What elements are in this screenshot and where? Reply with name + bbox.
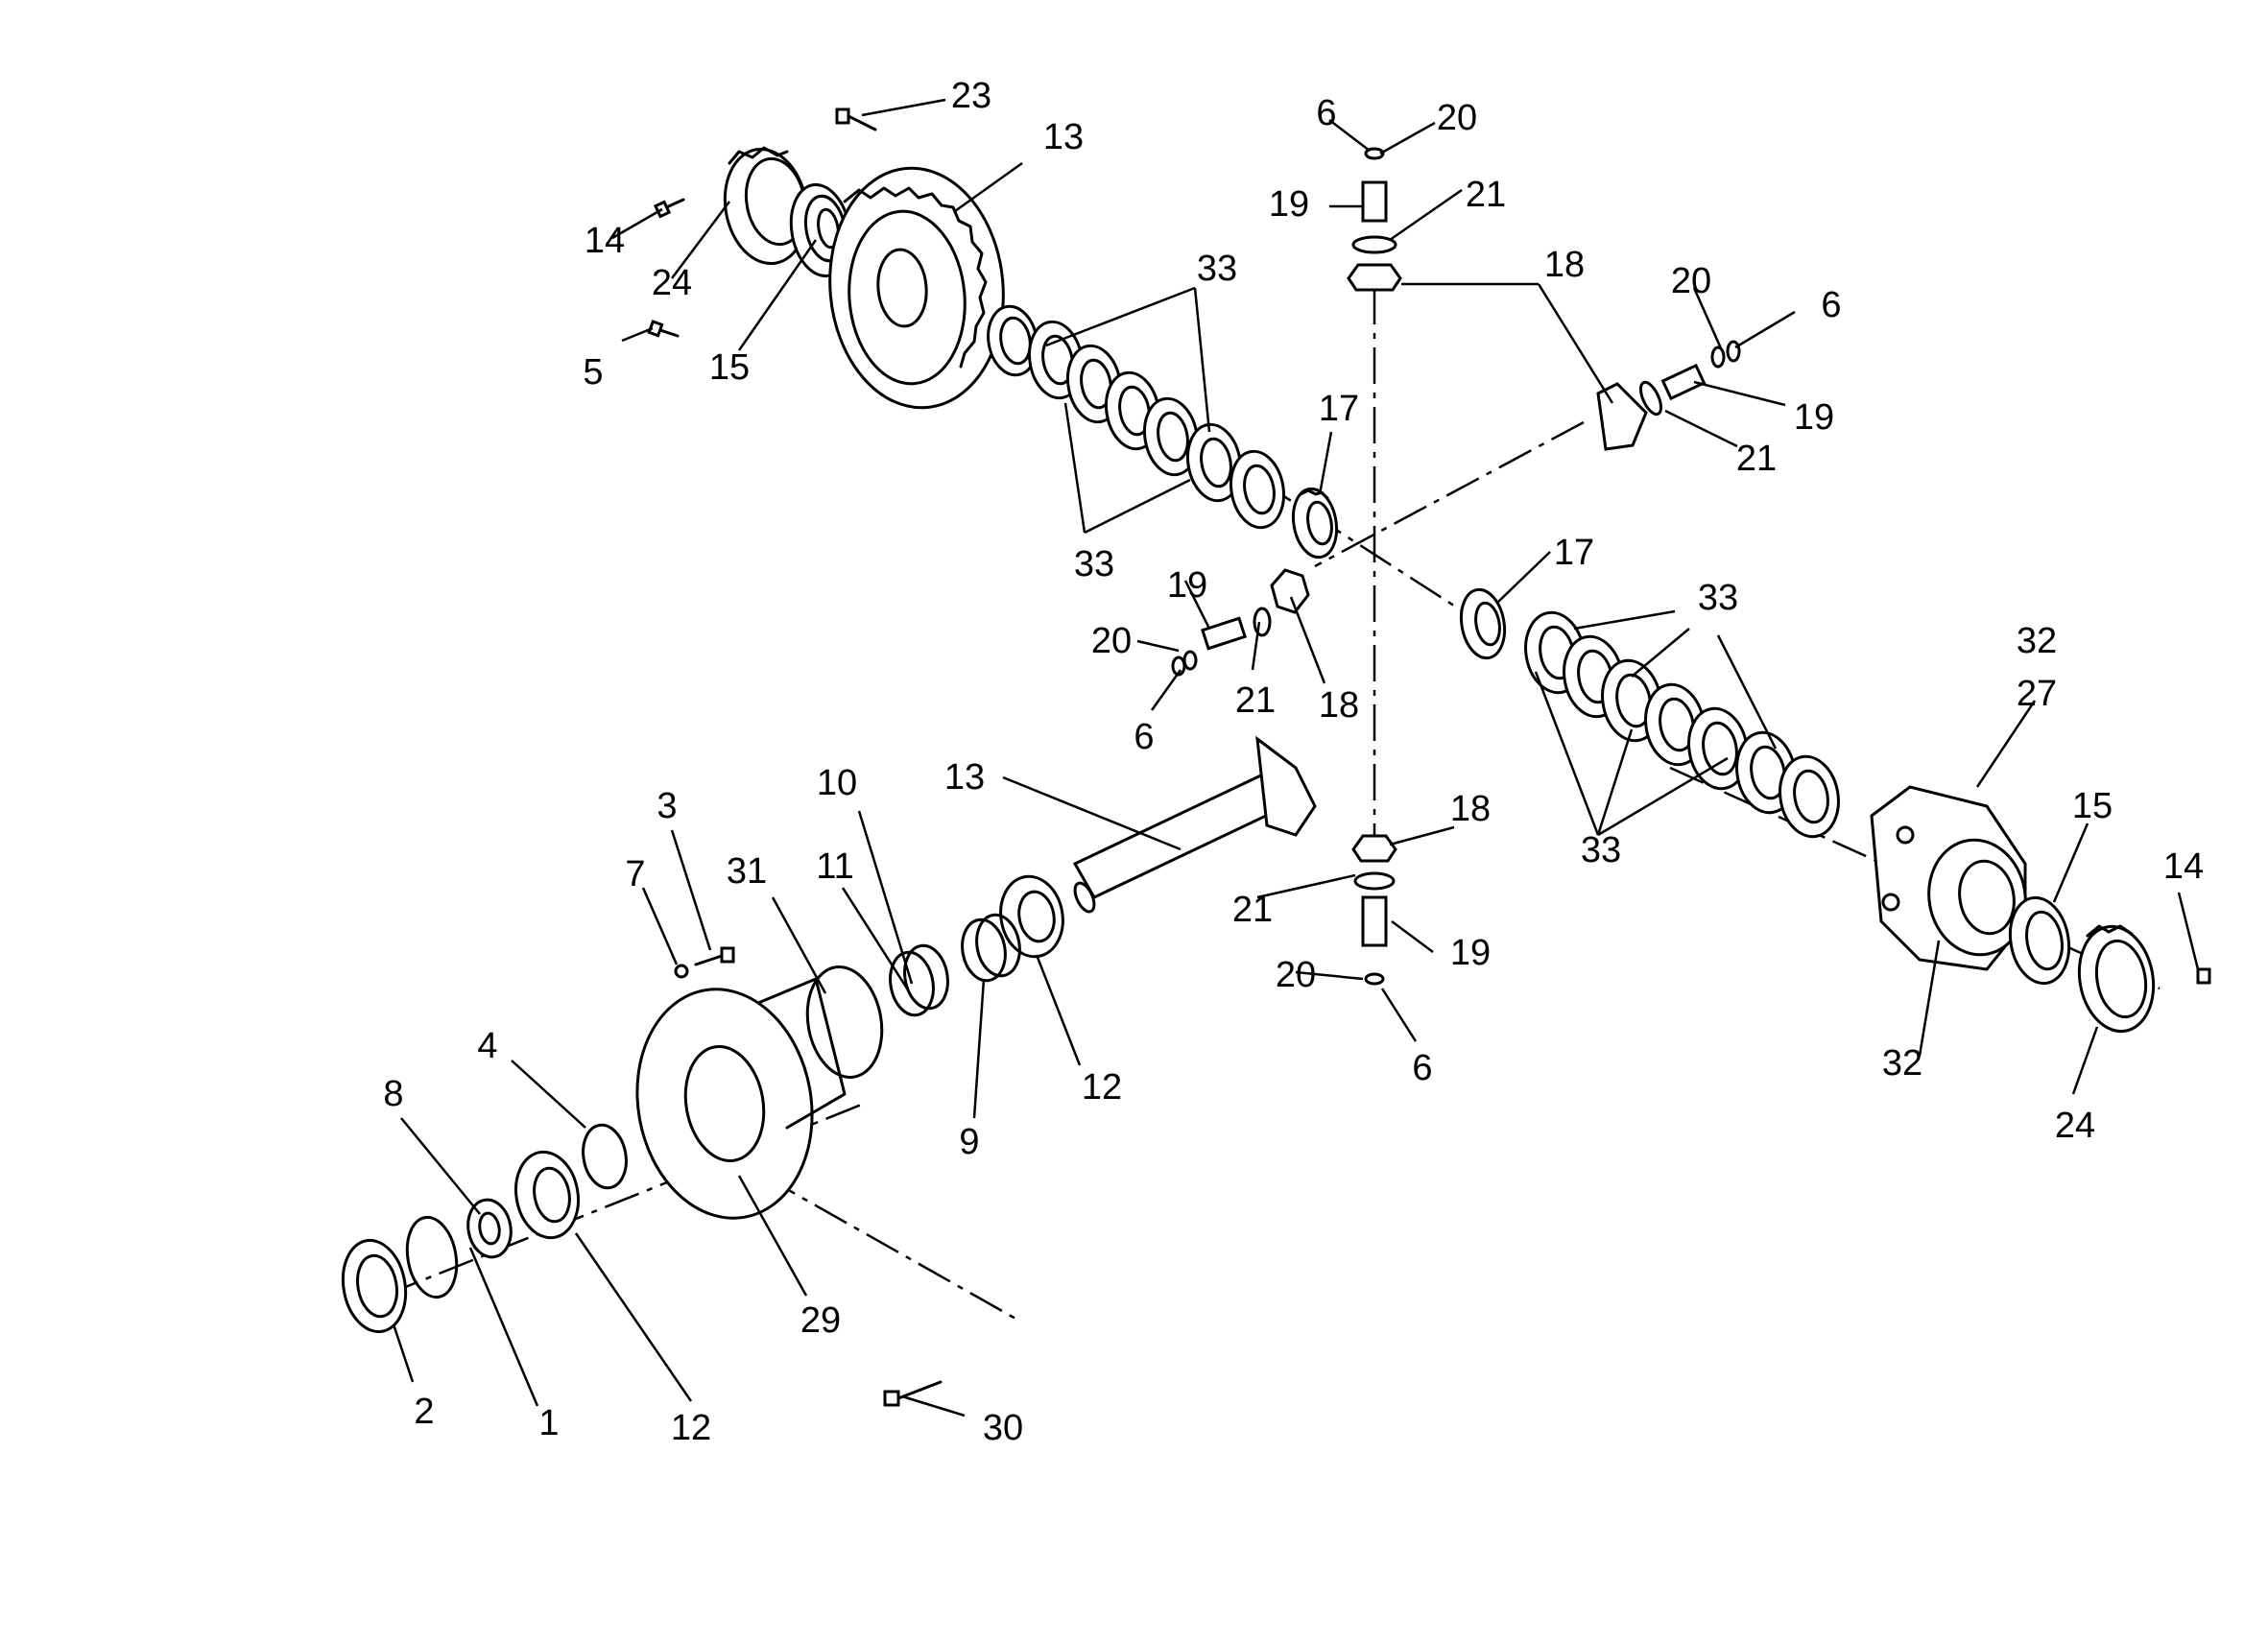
callout-6-right: 6	[1821, 285, 1841, 325]
callout-labels: 23 13 14 24 15 5 6 20 19 21 18 33 33 17 …	[383, 76, 2204, 1448]
callout-3: 3	[657, 786, 677, 826]
bolt-14-upper	[653, 198, 685, 219]
callout-12-lower: 12	[671, 1408, 711, 1448]
bolt-5	[647, 320, 680, 338]
callout-6-left: 6	[1134, 717, 1154, 757]
callout-13-upper: 13	[1043, 117, 1084, 157]
callout-9: 9	[959, 1122, 979, 1162]
callout-14-lower: 14	[2163, 846, 2204, 887]
callout-24-upper: 24	[652, 263, 692, 303]
callout-7: 7	[625, 854, 645, 894]
callout-15-upper: 15	[709, 347, 750, 388]
callout-19-top: 19	[1269, 184, 1309, 225]
callout-20-top: 20	[1437, 98, 1477, 138]
callout-33-lower-2: 33	[1581, 830, 1621, 870]
pinion-gears-cross	[1171, 147, 1741, 986]
callout-1: 1	[538, 1403, 559, 1443]
callout-5: 5	[583, 352, 603, 393]
callout-30: 30	[983, 1408, 1023, 1448]
callout-19-right: 19	[1794, 397, 1834, 438]
callout-6-bottom: 6	[1412, 1048, 1432, 1088]
spacer-9	[961, 913, 1021, 983]
callout-32-lower: 32	[1882, 1043, 1922, 1084]
washer-1	[405, 1215, 459, 1299]
callout-20-left: 20	[1091, 621, 1132, 661]
callout-10: 10	[817, 763, 857, 803]
callout-20-right: 20	[1671, 261, 1711, 301]
callout-33-upper-2: 33	[1074, 544, 1114, 584]
ring-gear	[828, 166, 1005, 410]
pinion-shaft	[1072, 735, 1317, 914]
pinion-housing	[635, 977, 847, 1220]
callout-21-bottom: 21	[1232, 890, 1273, 930]
callout-31: 31	[727, 851, 767, 892]
callout-18-top: 18	[1544, 245, 1585, 285]
clutch-plates-lower	[1524, 610, 1840, 839]
pinion-top	[1347, 147, 1402, 292]
bolt-3-and-washer-7	[674, 946, 735, 979]
bearing-2	[341, 1238, 408, 1334]
callout-12-upper: 12	[1082, 1067, 1122, 1108]
callout-33-upper: 33	[1197, 249, 1237, 289]
ring-gear-assembly	[647, 107, 1339, 560]
callout-21-top: 21	[1466, 175, 1506, 215]
differential-case	[1870, 785, 2027, 971]
callout-14-upper: 14	[585, 221, 625, 261]
case-assembly	[1459, 587, 2211, 1034]
callout-23: 23	[951, 76, 991, 116]
bolt-14-lower	[2196, 967, 2211, 985]
bolt-23	[835, 107, 877, 131]
callout-19-left: 19	[1167, 565, 1207, 606]
callout-29: 29	[800, 1300, 841, 1341]
callout-21-right: 21	[1736, 439, 1777, 479]
callout-8: 8	[383, 1074, 403, 1114]
callout-33-lower: 33	[1698, 578, 1738, 618]
callout-15-lower: 15	[2072, 786, 2113, 826]
callout-17-lower: 17	[1554, 533, 1594, 573]
bolt-30	[883, 1380, 943, 1407]
callout-27: 27	[2017, 674, 2057, 714]
side-gear-lower	[1459, 587, 1507, 660]
clutch-plates-upper	[1028, 320, 1285, 530]
callout-18-bottom: 18	[1450, 789, 1491, 829]
leader-lines	[392, 98, 2200, 1418]
callout-13-lower: 13	[944, 757, 985, 798]
callout-6-top: 6	[1316, 93, 1336, 133]
bearing-pinion-inner	[999, 874, 1064, 959]
bearing-lower-right	[2008, 895, 2071, 986]
callout-19-bottom: 19	[1450, 933, 1491, 973]
pinion-bottom	[1351, 834, 1397, 986]
callout-17-upper: 17	[1319, 389, 1359, 429]
pinion-shaft-assembly	[341, 735, 1317, 1407]
shims	[889, 943, 949, 1017]
adjuster-nut-lower	[2077, 924, 2156, 1034]
pinion-right	[1596, 340, 1741, 451]
callout-2: 2	[414, 1392, 434, 1432]
seal-4	[582, 1123, 628, 1190]
pinion-left	[1171, 568, 1310, 677]
callout-21-left: 21	[1235, 680, 1276, 721]
side-gear-upper	[1291, 487, 1339, 560]
callout-11: 11	[816, 846, 853, 887]
bearing-12-lower	[514, 1150, 580, 1240]
callout-4: 4	[477, 1026, 497, 1066]
o-ring-31	[805, 965, 884, 1079]
callout-20-bottom: 20	[1276, 955, 1316, 995]
callout-18-left: 18	[1319, 685, 1359, 726]
callout-32-upper: 32	[2017, 621, 2057, 661]
callout-24-lower: 24	[2055, 1106, 2095, 1146]
